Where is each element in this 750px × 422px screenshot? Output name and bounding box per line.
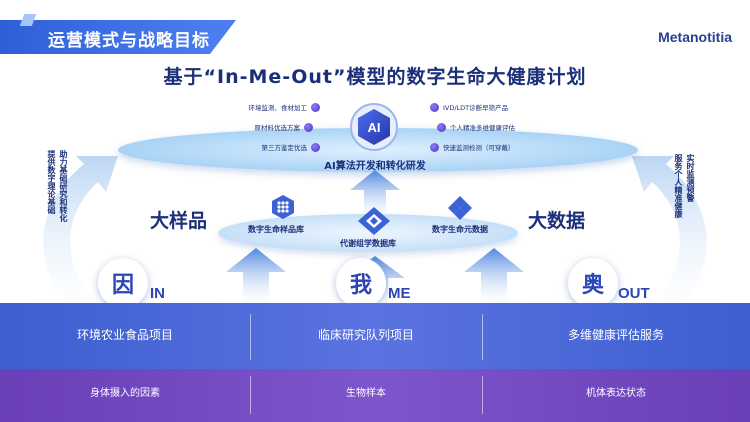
big-sample-word: 大样品 [150, 210, 208, 232]
project-in: 环境农业食品项目 [76, 328, 173, 342]
right-curved-arrow-icon [632, 156, 707, 318]
band-divider [250, 314, 251, 360]
main-title: 基于“In-Me-Out”模型的数字生命大健康计划 [163, 66, 587, 88]
ai-right-point-3: 快速监测检测（可穿戴） [430, 142, 515, 152]
bullet-dot-icon [430, 102, 439, 112]
pillar-in-tag: IN [150, 285, 165, 302]
left-side-text-2: 助力基础研究和转化 [59, 150, 68, 222]
desc-out: 机体表达状态 [586, 388, 646, 399]
project-band [0, 303, 750, 369]
left-curved-arrow-icon [43, 156, 119, 318]
ai-left-point-1: 环境监测、食材加工 [249, 102, 320, 112]
ai-icon-text: AI [368, 120, 381, 135]
band-divider [482, 376, 483, 414]
left-side-text-1: 提供数字理论基础 [47, 150, 56, 214]
bullet-dot-icon [311, 102, 320, 112]
metadata-icon [448, 196, 472, 220]
right-side-text-2: 服务个人精准健康 [674, 154, 683, 218]
pillar-out-tag: OUT [618, 285, 650, 302]
band-divider [250, 376, 251, 414]
description-band [0, 369, 750, 422]
band-divider [482, 314, 483, 360]
up-arrow-right-icon [464, 248, 524, 304]
ai-right-point-2: 个人精准多维健康评估 [437, 122, 515, 132]
bullet-dot-icon [430, 142, 439, 152]
right-side-text-1: 实时监测预警 [686, 154, 695, 202]
project-out: 多维健康评估服务 [567, 328, 664, 342]
ai-right-point-1: IVD/LDT诊断早筛产品 [430, 102, 508, 112]
sample-library-label: 数字生命样品库 [248, 225, 304, 234]
metabolomics-database-label: 代谢组学数据库 [340, 239, 396, 248]
ai-caption: AI算法开发和转化研发 [324, 161, 426, 172]
big-data-word: 大数据 [528, 210, 586, 232]
bullet-dot-icon [304, 122, 313, 132]
desc-me: 生物样本 [346, 388, 386, 399]
ai-left-point-2: 原材料优选方案 [255, 122, 313, 132]
metabolomics-database-icon [358, 207, 390, 235]
pillar-me-circle: 我 [336, 258, 386, 308]
up-arrow-left-icon [226, 248, 286, 304]
project-me: 临床研究队列项目 [317, 328, 414, 342]
pillar-in-circle: 因 [98, 258, 148, 308]
header-bar [0, 20, 236, 54]
metadata-label: 数字生命元数据 [432, 225, 488, 234]
ai-left-point-3: 第三方鉴定优选 [262, 142, 320, 152]
pillar-out-circle: 奥 [568, 258, 618, 308]
bullet-dot-icon [311, 142, 320, 152]
up-arrow-icon [350, 170, 400, 218]
sample-library-icon [272, 195, 294, 219]
ai-chip-icon: AI [350, 103, 398, 151]
section-title: 运营模式与战略目标 [48, 31, 210, 51]
desc-in: 身体摄入的因素 [90, 388, 160, 399]
company-logo: Metanotitia [658, 29, 732, 45]
bullet-dot-icon [437, 122, 446, 132]
pillar-me-tag: ME [388, 285, 411, 302]
